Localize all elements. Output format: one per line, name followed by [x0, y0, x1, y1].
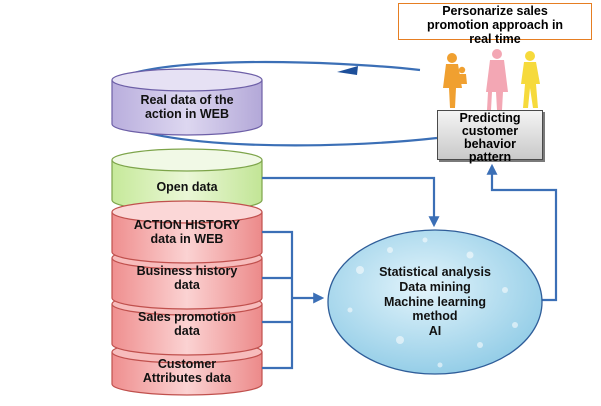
action-history-label: ACTION HISTORY data in WEB [112, 218, 262, 247]
predict-line-4: pattern [468, 150, 512, 165]
business-history-line-1: Business history [136, 264, 238, 278]
history-data-stack [111, 200, 263, 396]
web-data-line-1: Real data of the [140, 93, 234, 107]
predict-line-1: Predicting [459, 111, 521, 125]
promo-line-3: real time [469, 31, 521, 46]
predict-line-3: behavior [463, 137, 517, 152]
sales-promotion-line-1: Sales promotion [138, 310, 236, 324]
open-data-arrow [262, 176, 440, 228]
web-data-cylinder [111, 68, 263, 136]
customer-figures-image [443, 49, 540, 110]
customer-attributes-line-2: Attributes data [142, 371, 232, 386]
analysis-line-1: Statistical analysis [379, 265, 491, 279]
open-data-label: Open data [156, 180, 218, 194]
predict-line-2: customer [461, 124, 519, 139]
action-history-line-1: ACTION HISTORY [133, 218, 241, 232]
customer-attributes-line-1: Customer [157, 357, 217, 371]
business-history-line-2: data [174, 278, 200, 293]
sales-promotion-line-2: data [174, 324, 200, 339]
customer-attributes-label: Customer Attributes data [112, 357, 262, 386]
business-history-label: Business history data [112, 264, 262, 293]
action-history-line-2: data in WEB [150, 232, 224, 247]
stack-to-analysis-connector [262, 230, 325, 370]
analysis-label: Statistical analysis Data mining Machine… [345, 265, 525, 339]
personalize-promotion-box: Personarize sales promotion approach in … [398, 3, 592, 45]
promo-line-1: Personarize sales [442, 4, 548, 18]
analysis-ellipse [327, 229, 543, 375]
analysis-line-5: AI [428, 324, 442, 338]
analysis-line-3: Machine learning [383, 294, 487, 309]
web-data-line-2: action in WEB [144, 107, 230, 122]
promo-line-2: promotion approach in [426, 17, 564, 32]
analysis-line-2: Data mining [399, 279, 471, 294]
analysis-line-4: method [412, 309, 458, 324]
web-data-label: Real data of the action in WEB [112, 93, 262, 122]
sales-promotion-label: Sales promotion data [112, 310, 262, 339]
analysis-to-predict-arrow [486, 163, 558, 302]
predicting-behavior-box: Predicting customer behavior pattern [437, 110, 543, 164]
